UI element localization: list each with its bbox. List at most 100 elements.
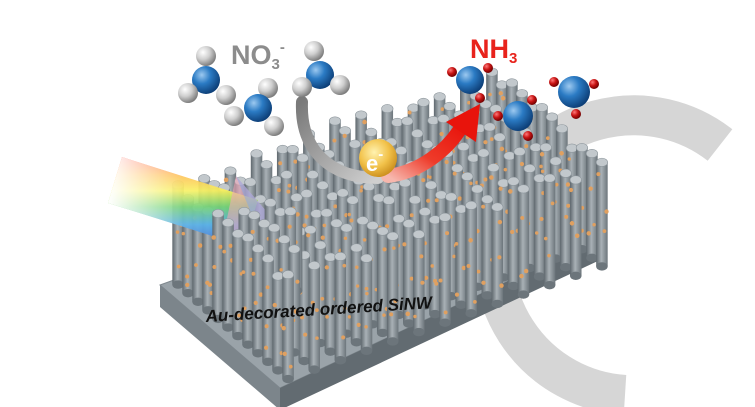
nanowire	[251, 244, 265, 358]
au-particle	[472, 299, 477, 304]
au-particle	[287, 183, 292, 188]
ammonia-molecules	[447, 63, 599, 141]
nanowire	[595, 157, 609, 271]
nanowire	[412, 229, 425, 337]
au-particle	[389, 312, 394, 317]
nanowire	[568, 175, 582, 280]
au-particle	[384, 224, 390, 229]
nanowire	[543, 173, 556, 290]
au-particle	[568, 187, 574, 193]
au-particle	[181, 231, 186, 236]
au-particle	[421, 178, 426, 183]
au-particle	[428, 175, 433, 179]
au-particle	[405, 311, 411, 317]
au-particle	[483, 140, 488, 145]
au-particle	[264, 324, 269, 329]
au-particle	[467, 100, 471, 105]
au-particle	[543, 236, 548, 241]
au-particle	[207, 282, 213, 287]
grey-incoming-arc	[295, 96, 384, 184]
au-particle	[343, 306, 347, 311]
au-particle	[489, 175, 494, 180]
au-particle	[498, 186, 503, 191]
au-particle	[382, 313, 386, 317]
au-particle	[333, 204, 338, 209]
nanowire	[324, 252, 337, 356]
au-particle	[349, 218, 354, 223]
au-particle	[439, 131, 444, 137]
au-particle	[413, 314, 417, 319]
ammonia-label: NH3	[470, 34, 518, 67]
au-particle	[419, 254, 424, 259]
au-particle	[287, 224, 292, 229]
nanowire	[481, 194, 494, 300]
nanowire	[465, 200, 478, 318]
au-particle	[539, 164, 543, 169]
au-particle	[393, 299, 398, 304]
au-particle	[469, 181, 473, 186]
au-particle	[303, 332, 308, 337]
au-particle	[250, 229, 255, 234]
nanowire	[517, 184, 530, 299]
au-particle	[315, 336, 319, 340]
nanowire	[438, 212, 452, 327]
au-particle	[342, 133, 347, 138]
nanowire	[585, 149, 598, 263]
nitrate-molecule-icon	[178, 46, 236, 105]
nanowire	[376, 226, 389, 338]
au-particle	[362, 238, 367, 242]
au-particle	[251, 271, 256, 276]
substrate-front-face	[160, 285, 280, 407]
au-particle	[483, 177, 488, 182]
au-particle	[481, 280, 486, 285]
nanowire	[262, 254, 275, 367]
au-particle	[320, 296, 325, 301]
au-particle	[295, 279, 300, 284]
au-particle	[278, 161, 283, 166]
au-particle	[596, 172, 601, 177]
au-particle	[194, 263, 198, 267]
au-particle	[534, 231, 539, 235]
nanowire	[298, 250, 311, 366]
au-particle	[539, 216, 544, 222]
au-particle	[264, 345, 269, 350]
au-particle	[355, 265, 359, 270]
red-outgoing-arc	[381, 119, 469, 183]
au-particle	[519, 161, 525, 167]
nanowire	[211, 209, 225, 324]
au-particle	[566, 203, 571, 208]
au-particle	[222, 249, 227, 254]
nitrate-molecule-icon	[292, 41, 350, 97]
nanowire	[386, 231, 399, 346]
au-particle	[185, 282, 190, 288]
au-particle	[409, 276, 414, 281]
au-particle	[407, 110, 412, 115]
au-particle	[265, 285, 270, 290]
au-particle	[362, 119, 367, 125]
au-particle	[444, 159, 449, 165]
au-particle	[440, 107, 445, 111]
nanowire	[533, 173, 546, 281]
au-particle	[466, 264, 471, 268]
nanowire	[308, 261, 321, 374]
au-particle	[497, 219, 503, 225]
au-particle	[524, 144, 529, 149]
au-particle	[602, 229, 607, 234]
au-particle	[241, 270, 246, 275]
nitrate-molecules	[178, 41, 350, 136]
au-particle	[434, 198, 439, 203]
nanowire	[559, 168, 572, 272]
au-particle	[347, 212, 352, 217]
au-particle	[175, 230, 180, 234]
au-particle	[497, 255, 502, 260]
au-particle	[282, 351, 287, 356]
au-particle	[253, 300, 258, 305]
au-particle	[295, 212, 300, 217]
au-particle	[365, 291, 369, 296]
au-particle	[218, 244, 223, 249]
ammonia-molecule-icon	[493, 95, 537, 141]
au-particle	[604, 209, 609, 214]
au-particle	[211, 235, 217, 240]
